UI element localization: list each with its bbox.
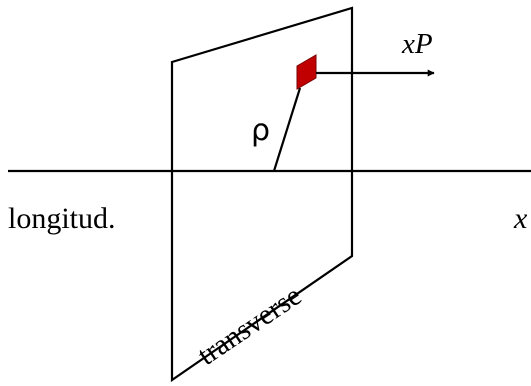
radius-label: ρ [251,113,270,148]
longitudinal-label: longitud. [8,202,116,235]
axis-label: x [513,202,528,235]
radius-line [272,87,302,172]
transverse-plane [170,6,354,383]
momentum-label: xP [401,28,433,60]
parton-marker [296,54,317,90]
